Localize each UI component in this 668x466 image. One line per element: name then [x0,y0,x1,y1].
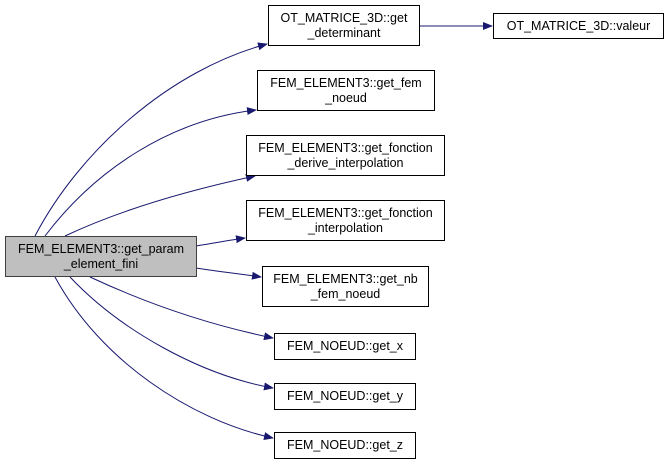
edge-root-to-get_x [89,276,274,341]
node-label-line2: _fem_noeud [310,286,381,301]
node-label-line1: FEM_NOEUD::get_x [286,339,403,353]
node-label-line2: _determinant [307,25,381,40]
node-label-line1: FEM_ELEMENT3::get_fem [270,75,422,90]
edge-root-to-get_determinant [34,42,268,237]
node-label-line1: OT_MATRICE_3D::valeur [506,18,651,33]
edge-root-to-get_fonction_derive_interpolation [64,173,256,237]
node-get-z[interactable]: FEM_NOEUD::get_z [274,432,416,459]
node-get-fem-noeud[interactable]: FEM_ELEMENT3::get_fem _noeud [257,70,435,111]
node-get-x[interactable]: FEM_NOEUD::get_x [274,333,416,360]
node-label-line1: FEM_NOEUD::get_z [286,438,403,452]
node-root: FEM_ELEMENT3::get_param _element_fini [5,236,197,277]
edge-root-to-get_fonction_interpolation [195,235,246,247]
node-label-line1: FEM_ELEMENT3::get_fonction [258,205,433,220]
edge-root-to-get_fem_noeud [44,107,257,237]
node-get-determinant[interactable]: OT_MATRICE_3D::get _determinant [268,5,420,46]
node-label-line1: OT_MATRICE_3D::get [280,10,408,25]
node-label-line1: FEM_ELEMENT3::get_fonction [258,140,433,155]
edge-root-to-get_nb_fem_noeud [195,267,262,280]
edge-root-to-get_z [54,276,274,440]
node-label-line1: FEM_ELEMENT3::get_param [17,241,185,256]
node-label-line2: _derive_interpolation [287,155,404,170]
node-get-nb-fem-noeud[interactable]: FEM_ELEMENT3::get_nb _fem_noeud [262,266,429,307]
node-label-line2: _interpolation [307,220,384,235]
node-label-line1: FEM_ELEMENT3::get_nb [273,271,418,286]
node-label-line2: _element_fini [63,256,139,271]
node-get-fonction-derive-interpolation[interactable]: FEM_ELEMENT3::get_fonction _derive_inter… [246,135,445,176]
node-get-y[interactable]: FEM_NOEUD::get_y [274,383,416,410]
node-label-line2: _noeud [325,90,367,105]
node-label-line1: FEM_NOEUD::get_y [286,389,403,403]
edge-root-to-get_y [69,276,274,391]
node-get-fonction-interpolation[interactable]: FEM_ELEMENT3::get_fonction _interpolatio… [246,200,445,241]
node-valeur[interactable]: OT_MATRICE_3D::valeur [493,13,664,39]
